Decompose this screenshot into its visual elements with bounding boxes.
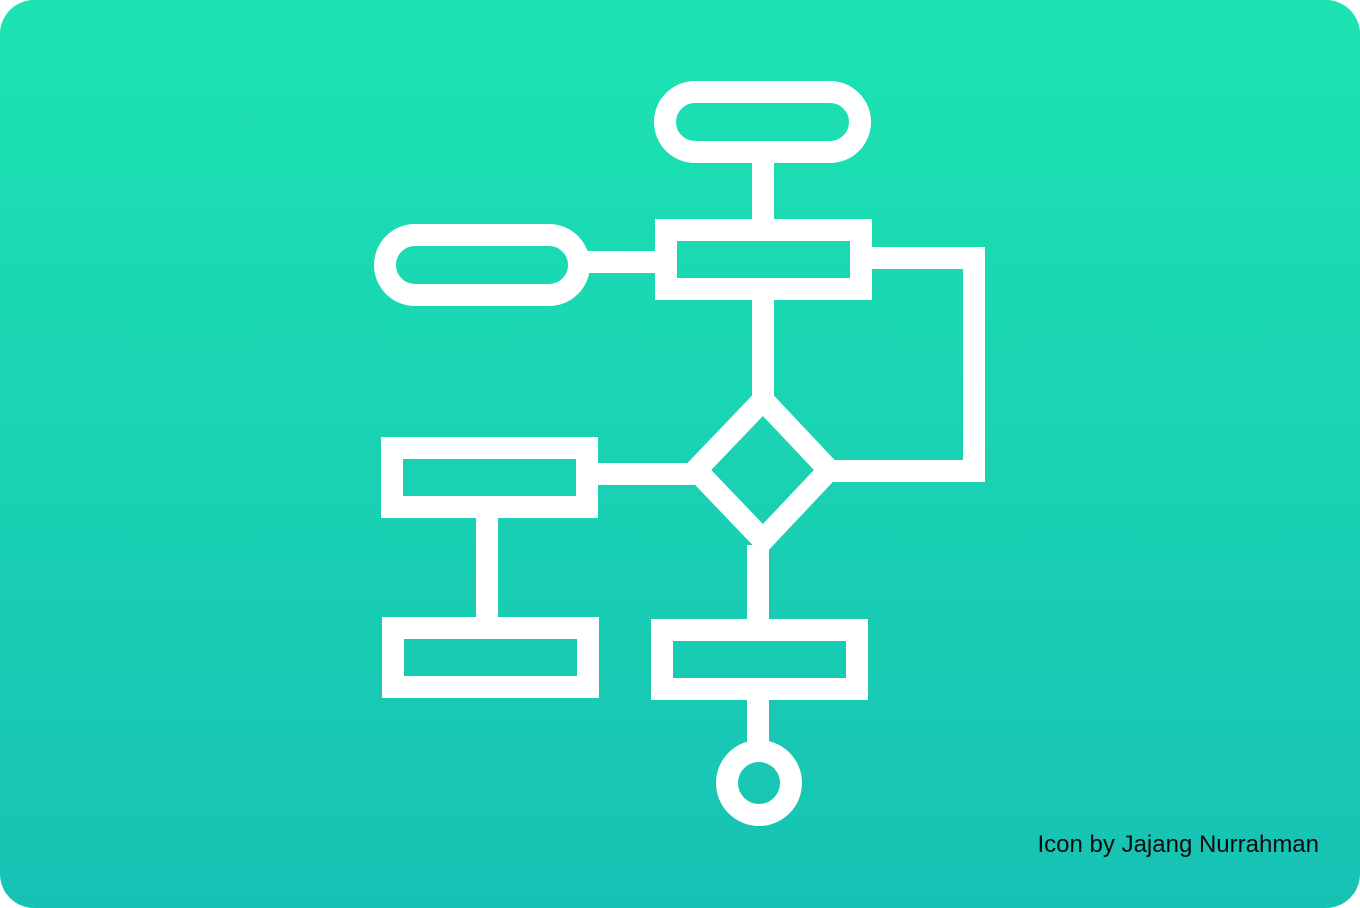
decision-diamond-shape (680, 384, 845, 556)
end-terminator-shape (716, 740, 802, 826)
connector-loop-back (829, 247, 985, 482)
process-left-lower-shape (382, 617, 599, 698)
icon-credit-text: Icon by Jajang Nurrahman (1037, 831, 1319, 858)
